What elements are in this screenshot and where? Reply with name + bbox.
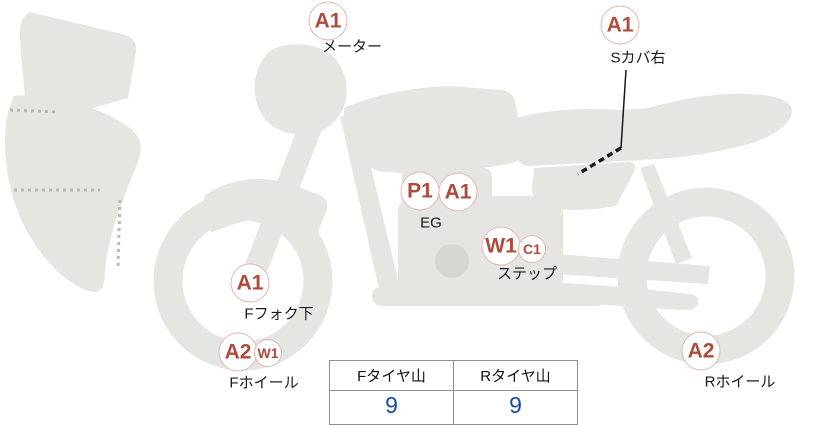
part-label-meter: メーター [321,38,383,56]
condition-badge-engine-1: P1 [400,171,440,211]
tire-tread-front-value: 9 [329,390,454,425]
condition-badge-f-wheel-2: W1 [254,339,282,367]
engine-cover-detail [435,244,469,278]
condition-badge-f-wheel-1: A2 [218,332,258,372]
tire-tread-rear-value: 9 [453,390,578,425]
condition-badge-engine-2: A1 [438,172,478,212]
part-label-engine: EG [420,214,442,232]
condition-badge-step-2: C1 [518,235,546,263]
part-label-step: ステップ [496,265,558,283]
part-label-s-cover-right: Sカバ右 [610,49,666,67]
condition-badge-r-wheel: A2 [681,331,721,371]
condition-badge-s-cover-right: A1 [600,5,640,45]
condition-badge-f-fork-lower: A1 [230,263,270,303]
condition-badge-meter: A1 [308,1,348,41]
motorcycle-body [5,12,795,371]
tire-tread-table: Fタイヤ山 Rタイヤ山 9 9 [329,360,578,425]
tire-table-header-front: Fタイヤ山 [329,360,454,391]
tire-table-header-rear: Rタイヤ山 [453,360,578,391]
part-label-f-fork-lower: Fフォク下 [244,305,314,323]
part-label-f-wheel: Fホイール [229,374,299,392]
part-label-r-wheel: Rホイール [704,373,776,391]
condition-badge-step-1: W1 [481,226,521,266]
panel-seam-dashes [9,108,122,267]
s-cover-pointer-line [577,69,627,176]
